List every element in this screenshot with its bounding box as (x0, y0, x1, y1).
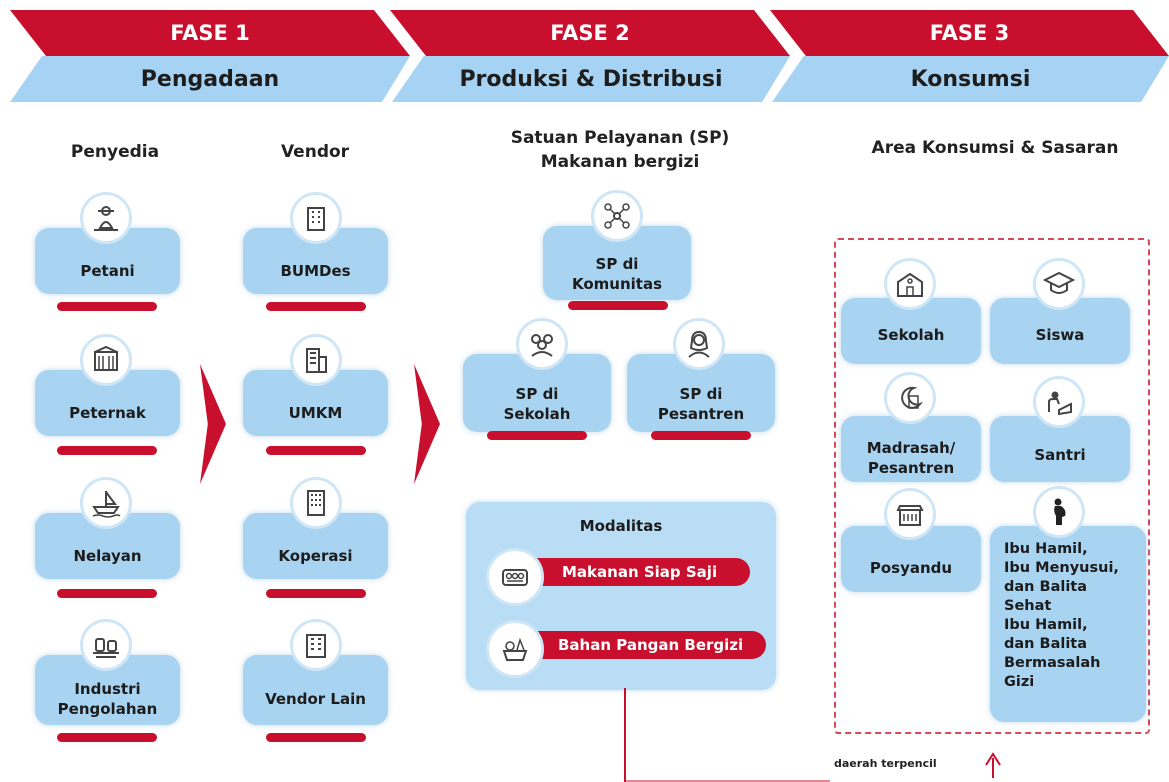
meal-tray-icon (486, 548, 544, 606)
sp-komunitas-line1: SP di (595, 255, 639, 273)
phase-1-name: Pengadaan (140, 66, 280, 92)
apartment-building-icon (290, 477, 342, 529)
penyedia-label-pengolahan: Pengolahan (57, 700, 158, 718)
area-ibu-line1: Ibu Hamil, (1004, 541, 1088, 557)
area-label-sekolah: Sekolah (877, 326, 945, 344)
sp-bar-pesantren (651, 431, 751, 440)
arrow-to-sp (414, 364, 440, 484)
school-building-icon (884, 258, 936, 310)
factory-products-icon (80, 619, 132, 671)
area-heading-text: Area Konsumsi & Sasaran (871, 138, 1119, 158)
vendor-label-umkm: UMKM (288, 404, 343, 422)
penyedia-bar-peternak (57, 446, 157, 455)
phase-1-title-banner: Pengadaan (10, 56, 410, 102)
boat-icon (80, 477, 132, 529)
modalitas-pill-bahan-pangan: Bahan Pangan Bergizi (520, 631, 766, 659)
phase-2-title-banner: Produksi & Distribusi (392, 56, 790, 102)
area-ibu-line8: Gizi (1004, 674, 1035, 690)
penyedia-label-nelayan: Nelayan (73, 547, 142, 565)
shop-building-icon (290, 334, 342, 386)
phase-3-number: FASE 3 (929, 21, 1010, 45)
penyedia-heading-text: Penyedia (70, 142, 160, 162)
vendor-label-bumdes: BUMDes (280, 262, 351, 280)
sp-heading-line2: Makanan bergizi (540, 152, 700, 172)
area-card-ibu: Ibu Hamil, Ibu Menyusui, dan Balita Seha… (990, 526, 1146, 722)
building-icon (290, 619, 342, 671)
sp-pesantren-line2: Pesantren (657, 405, 745, 423)
phase-2-number: FASE 2 (550, 21, 630, 45)
sp-bar-sekolah (487, 431, 587, 440)
community-network-icon (591, 190, 643, 242)
office-building-icon (290, 192, 342, 244)
phase-2-banner: FASE 2 (390, 10, 790, 56)
reading-student-icon (1033, 376, 1085, 428)
area-card-madrasah: Madrasah/ Pesantren (841, 416, 981, 482)
phase-3-name: Konsumsi (910, 66, 1031, 92)
sp-heading-line1: Satuan Pelayanan (SP) (510, 128, 730, 148)
phase-3-title-banner: Konsumsi (772, 56, 1169, 102)
sp-card-pesantren: SP di Pesantren (627, 354, 775, 432)
penyedia-bar-petani (57, 302, 157, 311)
area-konsumsi-box (834, 238, 1150, 734)
area-ibu-line6: dan Balita (1004, 636, 1088, 652)
area-heading: Area Konsumsi & Sasaran (830, 136, 1160, 160)
area-ibu-line7: Bermasalah (1004, 655, 1101, 671)
modalitas-title: Modalitas (579, 517, 663, 535)
area-label-siswa: Siswa (1035, 326, 1085, 344)
phase-2-name: Produksi & Distribusi (459, 66, 723, 92)
sp-heading: Satuan Pelayanan (SP) Makanan bergizi (470, 126, 770, 174)
sp-pesantren-line1: SP di (679, 385, 723, 403)
modalitas-pill-siap-saji: Makanan Siap Saji (520, 558, 750, 586)
penyedia-label-peternak: Peternak (69, 404, 146, 422)
vendor-bar-lain (266, 733, 366, 742)
arrow-to-vendor (200, 364, 226, 484)
area-ibu-line3: dan Balita (1004, 579, 1088, 595)
vendor-bar-bumdes (266, 302, 366, 311)
phase-1-banner: FASE 1 (10, 10, 410, 56)
penyedia-label-petani: Petani (80, 262, 135, 280)
footnote-text: daerah terpencil (834, 757, 937, 770)
vendor-label-lain: Vendor Lain (265, 690, 366, 708)
penyedia-heading: Penyedia (40, 140, 190, 164)
area-label-posyandu: Posyandu (869, 559, 953, 577)
sp-sekolah-line1: SP di (515, 385, 559, 403)
groceries-icon (486, 620, 544, 678)
vendor-label-koperasi: Koperasi (278, 547, 353, 565)
vendor-bar-umkm (266, 446, 366, 455)
vendor-bar-koperasi (266, 589, 366, 598)
vendor-heading: Vendor (240, 140, 390, 164)
area-ibu-line5: Ibu Hamil, (1004, 617, 1088, 633)
vendor-heading-text: Vendor (280, 142, 350, 162)
modalitas-label-siap-saji: Makanan Siap Saji (562, 563, 718, 581)
phase-3-banner: FASE 3 (770, 10, 1169, 56)
area-card-sekolah: Sekolah (841, 298, 981, 364)
mosque-moon-icon (884, 372, 936, 424)
hijab-woman-icon (673, 318, 725, 370)
area-label-madrasah-2: Pesantren (867, 459, 955, 477)
modalitas-label-bahan-pangan: Bahan Pangan Bergizi (558, 636, 744, 654)
barn-icon (80, 334, 132, 386)
penyedia-card-industri: Industri Pengolahan (35, 655, 180, 725)
area-label-santri: Santri (1034, 446, 1086, 464)
health-post-icon (884, 488, 936, 540)
penyedia-label-industri: Industri (74, 680, 141, 698)
area-ibu-line4: Sehat (1004, 598, 1052, 614)
sp-komunitas-line2: Komunitas (571, 275, 662, 293)
sp-sekolah-line2: Sekolah (503, 405, 571, 423)
penyedia-bar-nelayan (57, 589, 157, 598)
phase-1-number: FASE 1 (170, 21, 250, 45)
pregnant-woman-icon (1033, 486, 1085, 538)
area-ibu-line2: Ibu Menyusui, (1004, 560, 1119, 576)
penyedia-bar-industri (57, 733, 157, 742)
penyedia-card-peternak: Peternak (35, 370, 180, 436)
farmer-icon (80, 192, 132, 244)
students-group-icon (516, 318, 568, 370)
graduation-cap-icon (1033, 258, 1085, 310)
area-label-madrasah-1: Madrasah/ (866, 439, 956, 457)
sp-bar-komunitas (568, 301, 668, 310)
